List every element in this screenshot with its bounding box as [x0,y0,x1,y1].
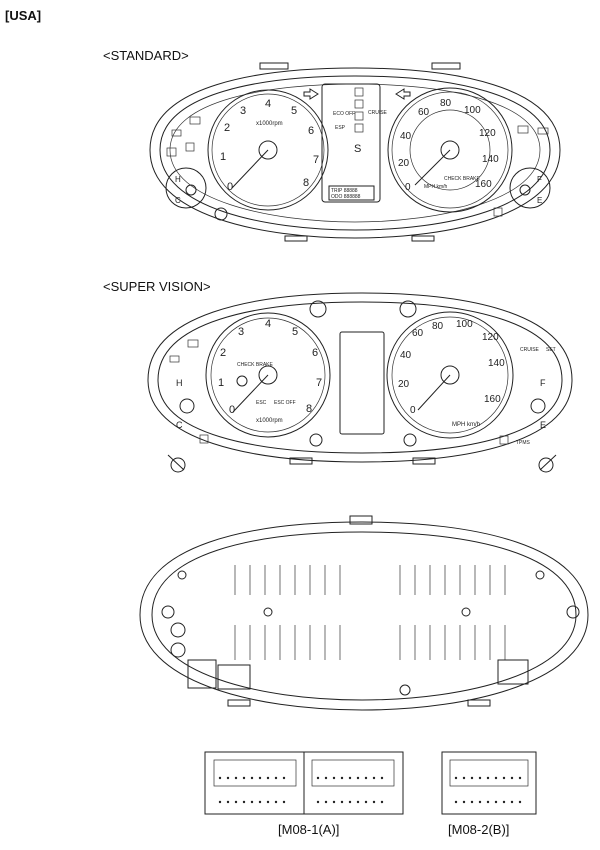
std-left-turn-icon [303,88,319,100]
connector-b-label: [M08-2(B)] [448,822,510,837]
sv-set-indicator: SET [546,347,556,353]
sv-battery-icon [187,339,199,348]
std-battery-icon [189,116,201,125]
std-tach-zero: 0 [227,181,233,193]
std-seatbelt-icon [185,142,195,152]
sv-tach-3: 3 [238,326,244,338]
std-tach-8: 8 [303,177,309,189]
rear-connector-b-socket [497,659,529,685]
sv-abs-icon [236,375,248,387]
std-tach-5: 5 [291,105,297,117]
connector-a-drawing [204,751,404,815]
region-tag: [USA] [5,8,42,23]
sv-fuel-full: F [540,378,546,388]
std-speedo-60: 60 [418,107,430,118]
std-cruise-indicator: CRUISE [368,110,388,116]
sv-esc-off-indicator: ESC OFF [274,400,296,406]
std-door-icon [493,207,503,217]
sv-speedo-20: 20 [398,379,410,390]
std-esp-indicator: ESP [335,125,346,131]
sv-tach-1: 1 [218,377,224,389]
sv-center-display [339,331,385,435]
std-eco-off-indicator: ECO OFF [333,111,355,117]
sv-speedo-zero: 0 [410,405,416,416]
sv-fuel-empty: E [540,420,546,430]
sv-right-turn-icon [399,300,417,318]
sv-cruise-indicator: CRUISE [520,347,540,353]
sv-oil-icon [169,355,180,363]
sv-tach-unit: x1000rpm [256,418,283,424]
std-speedo-140: 140 [482,154,499,165]
sv-speedo-140: 140 [488,358,505,369]
std-tach-1: 1 [220,151,226,163]
std-check-brake-indicator: CHECK BRAKE [444,176,481,182]
sv-tach-5: 5 [292,326,298,338]
sv-speedo-120: 120 [482,332,499,343]
std-speedo-20: 20 [398,158,410,169]
std-abs-icon [214,207,228,221]
standard-cluster: 0 1 2 3 4 5 6 7 8 x1000rpm TRIP 88888 OD… [149,62,561,242]
sv-tach-zero: 0 [229,404,235,416]
sv-speedo-80: 80 [432,321,444,332]
sv-tpms-indicator: TPMS [516,440,531,446]
std-temp-cold: C [175,196,181,205]
std-tach-unit: x1000rpm [256,121,283,127]
std-oil-icon [171,129,182,137]
std-speedo-160: 160 [475,179,492,190]
super-vision-cluster: 0 1 2 3 4 5 6 7 8 x1000rpm ESC ESC OFF C… [147,292,573,473]
std-right-turn-icon [395,88,411,100]
connector-b-drawing [441,751,537,815]
std-airbag-icon [517,125,529,134]
std-tach-2: 2 [224,122,230,134]
std-temp-hot: H [175,175,181,184]
sv-tach-numbers: 0 1 2 3 4 5 6 7 8 [218,318,322,416]
sv-speedo-160: 160 [484,394,501,405]
cluster-rear-view [139,515,589,711]
sv-check-brake-indicator: CHECK BRAKE [237,362,274,368]
std-tach-6: 6 [308,125,314,137]
std-fuel-empty: E [537,196,542,205]
sv-tach-4: 4 [265,318,271,330]
std-speedo-numbers: 0 20 40 60 80 100 120 140 160 [398,98,499,193]
std-odo-trip: TRIP 88888 [331,188,358,194]
rear-connector-a-socket [187,659,217,689]
std-sport-mode-indicator: S [354,143,361,155]
sv-tach-8: 8 [306,403,312,415]
std-speedo-120: 120 [479,128,496,139]
std-speed-unit: MPH km/h [424,184,448,190]
connector-a-label: [M08-1(A)] [278,822,340,837]
sv-speedo-40: 40 [400,350,412,361]
sv-airbag-icon [199,434,209,444]
sv-temp-cold: C [176,420,183,430]
rear-connector-a2-socket [217,664,251,690]
std-tach-4: 4 [265,98,271,110]
sv-speedo-60: 60 [412,328,424,339]
std-speedo-40: 40 [400,131,412,142]
std-tach-7: 7 [313,154,319,166]
std-speedo-100: 100 [464,105,481,116]
super-vision-cluster-label: <SUPER VISION> [103,279,211,294]
sv-tire-icon [499,435,509,445]
sv-esc-indicator: ESC [256,400,267,406]
sv-tach-7: 7 [316,377,322,389]
std-tach-numbers: 0 1 2 3 4 5 6 7 8 [220,98,319,193]
std-fuel-full: F [537,175,542,184]
std-tach-3: 3 [240,105,246,117]
sv-tach-2: 2 [220,347,226,359]
standard-cluster-label: <STANDARD> [103,48,189,63]
std-speedo-80: 80 [440,98,452,109]
std-speedo-zero: 0 [405,182,411,193]
sv-speedo-100: 100 [456,319,473,330]
sv-left-turn-icon [309,300,327,318]
std-car-icon [537,127,549,135]
sv-speedo-numbers: 0 20 40 60 80 100 120 140 160 [398,319,505,416]
std-brake-icon [166,147,177,157]
sv-temp-hot: H [176,378,183,388]
sv-speed-unit: MPH km/h [452,422,480,428]
std-odo-total: ODO 888888 [331,194,361,200]
sv-tach-6: 6 [312,347,318,359]
